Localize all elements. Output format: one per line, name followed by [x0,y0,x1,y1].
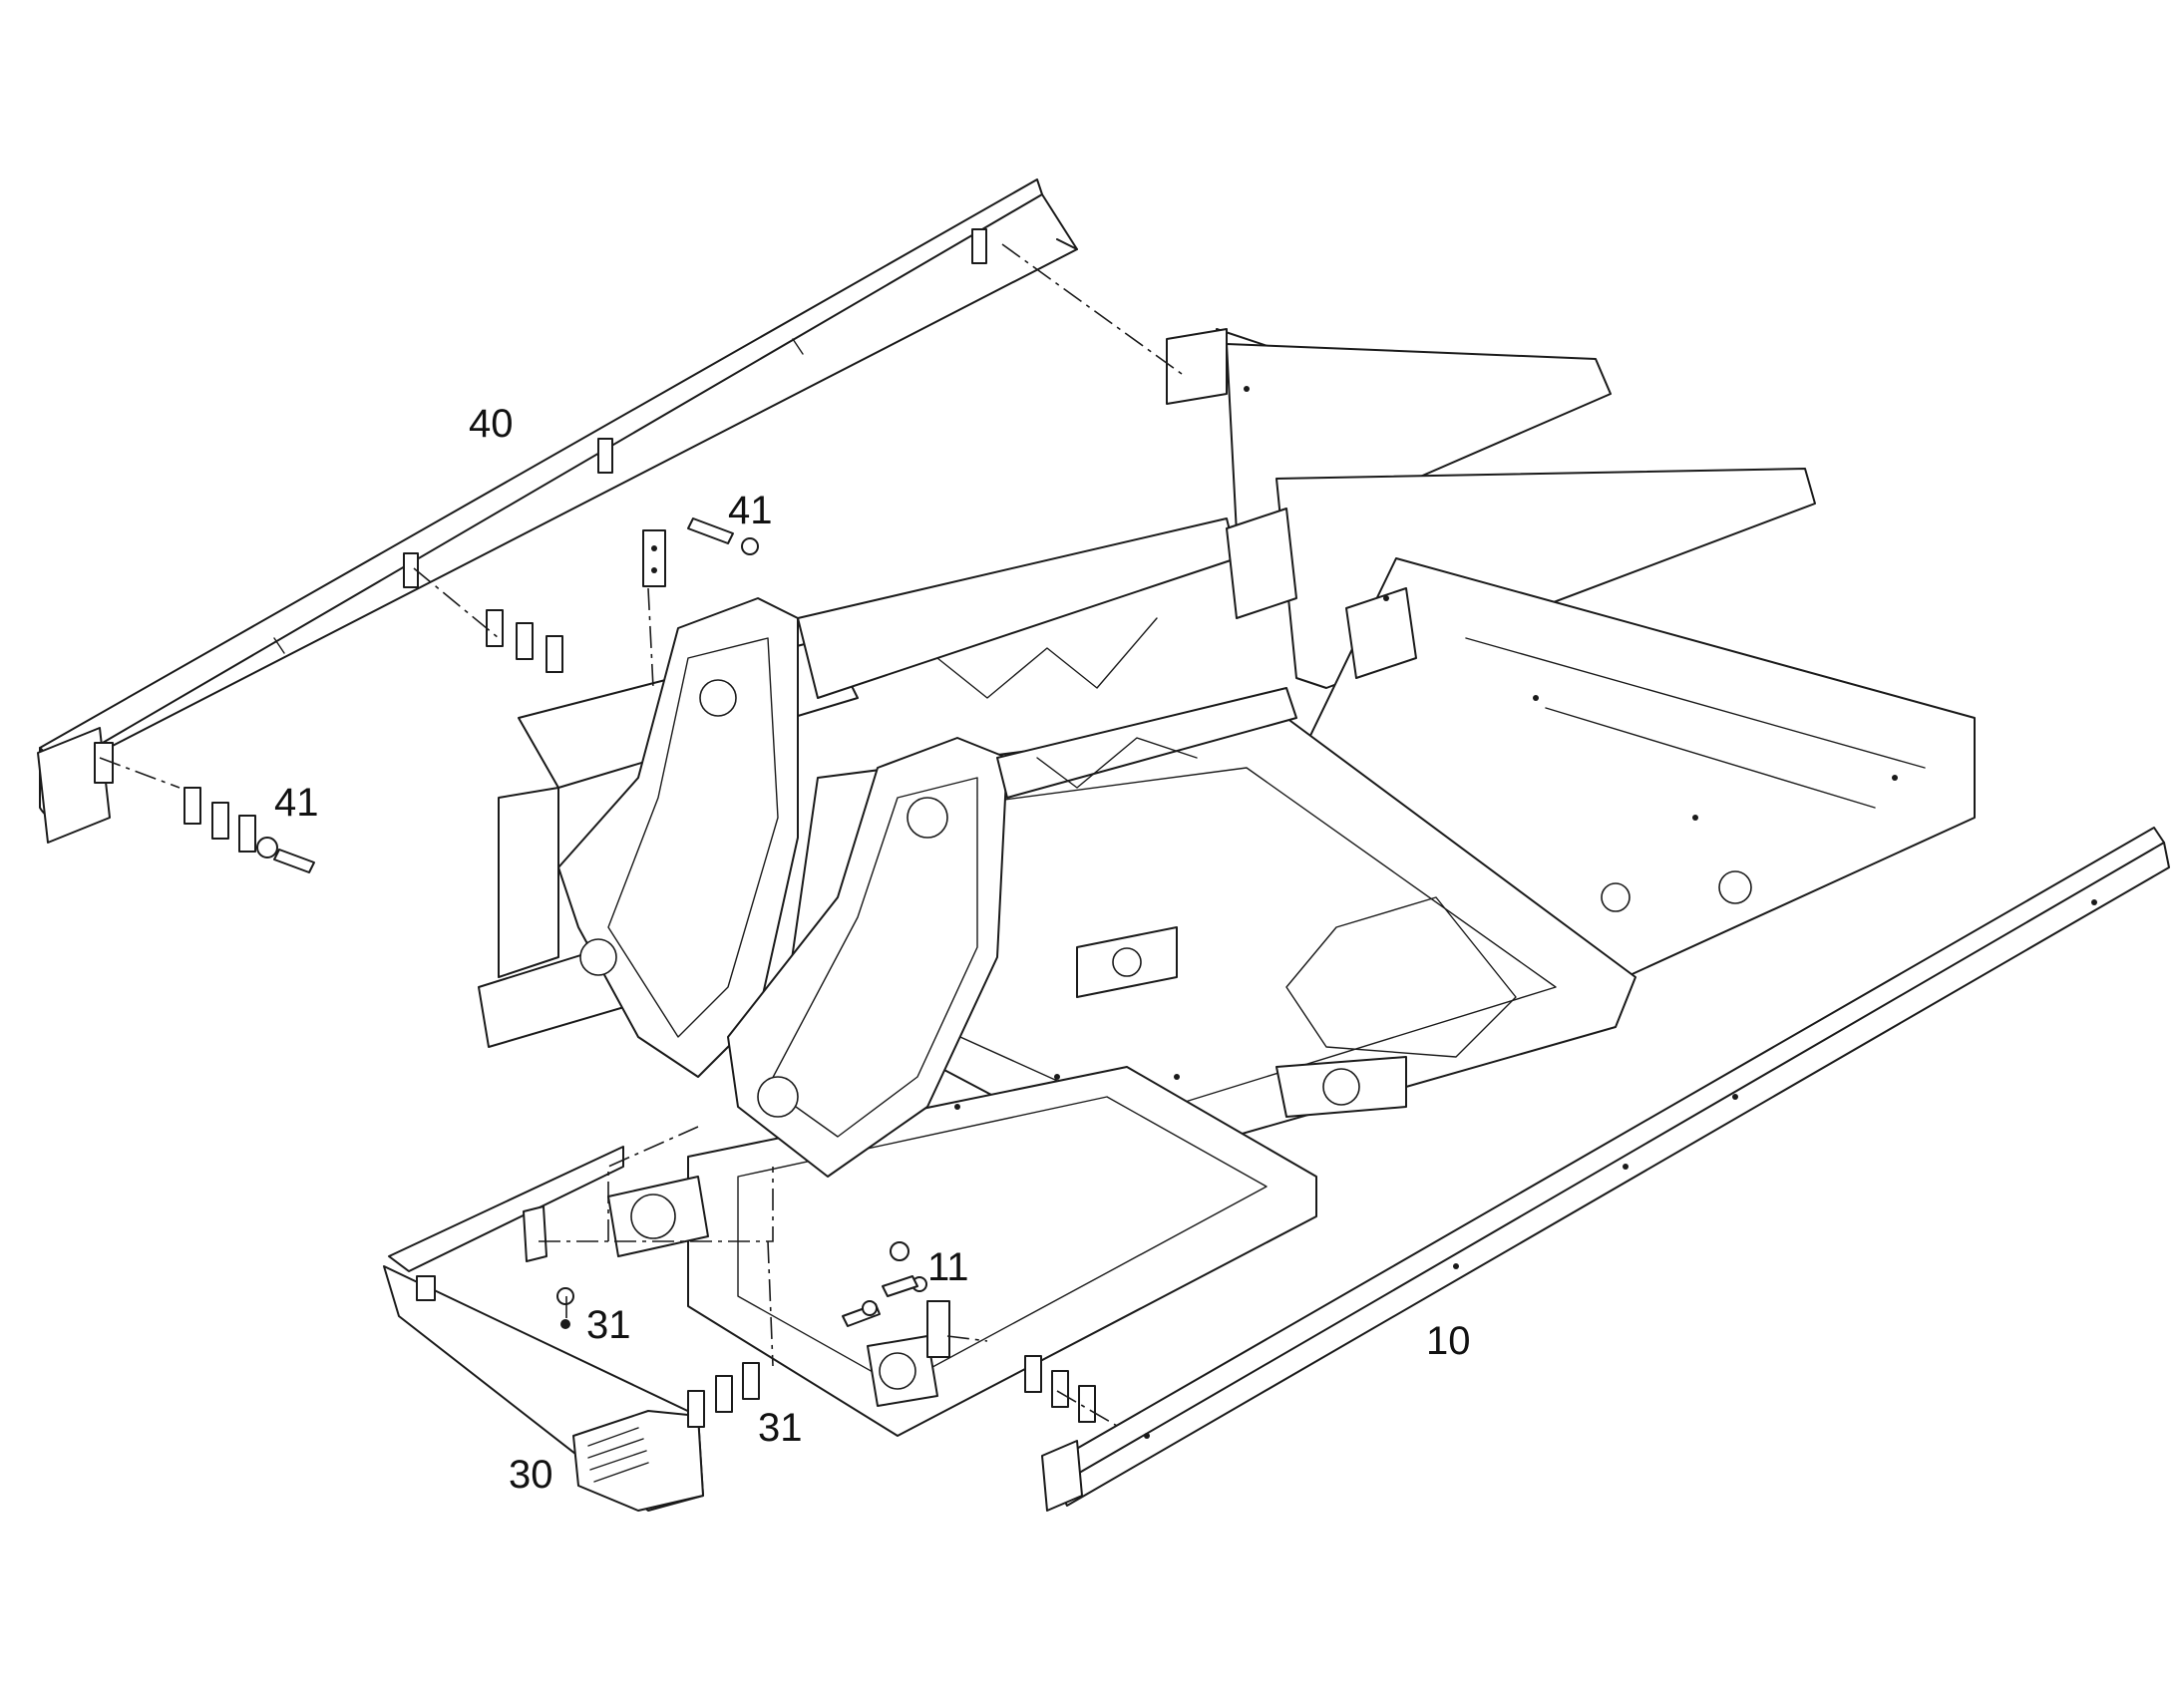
shim-stack-bumper [687,1362,760,1428]
bracket-plate-41 [642,529,666,587]
part-30-front-bumper [383,1146,704,1512]
callout-labels: 40 41 41 11 31 31 30 10 [274,402,1471,1497]
bolt-41-rear [687,517,759,555]
shim-stack-right [1024,1355,1096,1423]
callout-41-rear: 41 [728,489,773,532]
callout-31-lower: 31 [758,1406,803,1450]
part-40-left-rail [37,178,1078,844]
callout-30: 30 [509,1453,553,1497]
callout-11: 11 [927,1245,969,1289]
callout-40: 40 [469,402,514,446]
assembly-leader-lines [99,243,1183,1427]
callout-10: 10 [1426,1319,1471,1363]
main-frame [478,328,1976,1437]
shim-stack-left-front [183,787,256,853]
callout-41-front: 41 [274,781,319,825]
bolt-41-front [256,837,315,873]
bolt-11-group [842,1241,950,1358]
callout-31-upper: 31 [586,1303,631,1347]
fastener-31 [556,1287,574,1329]
bumper-grille [587,1427,649,1483]
shim-stack-left-rear [486,609,563,673]
part-10-right-rail [1041,827,2170,1512]
